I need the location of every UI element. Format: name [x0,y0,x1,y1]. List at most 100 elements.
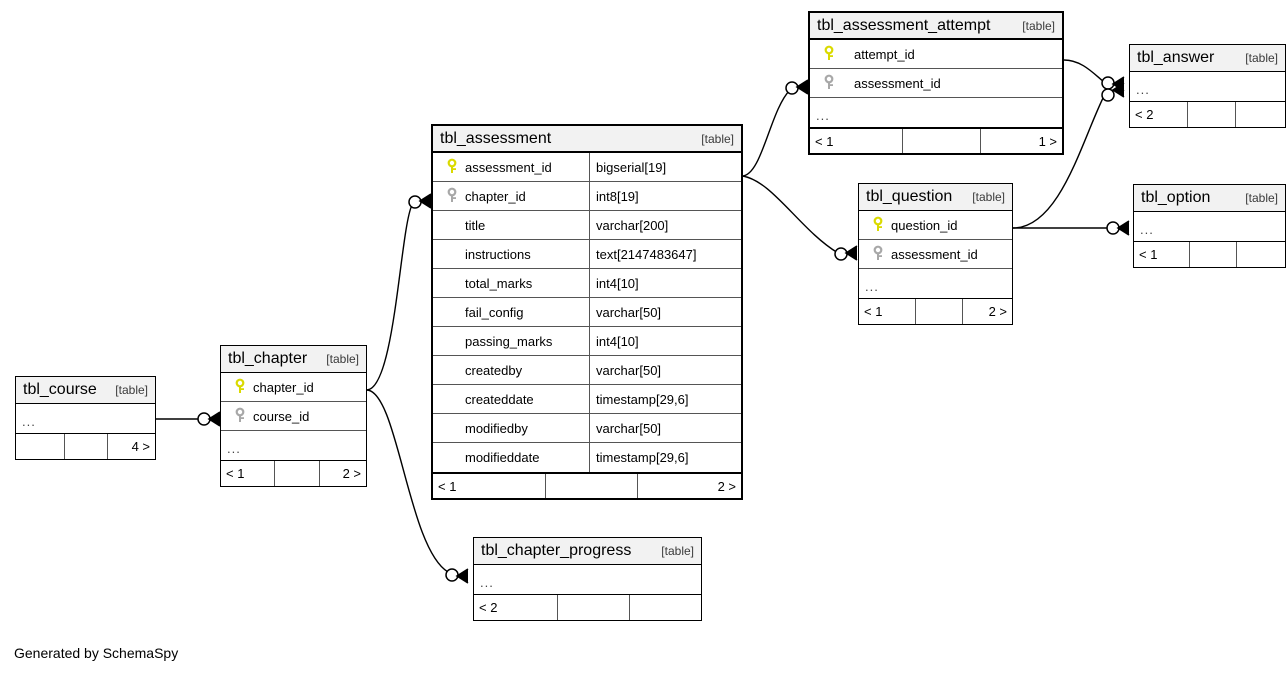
table-title: tbl_assessment_attempt [817,16,991,34]
table-row[interactable]: course_id [221,402,366,431]
column-name: assessment_id [891,246,978,262]
foreign-key-icon [443,187,461,205]
table-row[interactable]: assessment_id bigserial[19] [433,153,741,182]
more-columns-indicator: ... [1140,222,1154,237]
table-row[interactable]: createddate timestamp[29,6] [433,385,741,414]
foreign-key-icon [820,74,838,92]
table-row[interactable]: title varchar[200] [433,211,741,240]
table-row[interactable]: assessment_id [810,69,1062,98]
column-name: total_marks [465,275,533,291]
column-name: chapter_id [253,379,314,395]
table-footer: < 1 2 > [859,298,1012,324]
table-footer: < 1 1 > [810,127,1062,153]
table-title: tbl_chapter [228,350,308,367]
table-footer: < 1 2 > [221,460,366,486]
footer-middle [557,595,629,620]
footer-left: < 1 [438,478,457,494]
footer-right [1235,102,1285,127]
table-row[interactable]: instructions text[2147483647] [433,240,741,269]
footer-right: 2 > [962,299,1012,324]
table-row[interactable]: fail_config varchar[50] [433,298,741,327]
table-row-ellipsis: ... [810,98,1062,127]
table-tbl-course[interactable]: tbl_course [table] ... 4 > [15,376,156,460]
more-columns-indicator: ... [22,414,36,429]
footer-middle [915,299,962,324]
generated-by-caption: Generated by SchemaSpy [14,645,179,661]
column-list: chapter_id course_id ... [221,373,366,460]
table-footer: < 2 [474,594,701,620]
table-type-tag: [table] [326,352,359,366]
footer-right [629,595,701,620]
column-name: assessment_id [854,75,941,91]
table-type-tag: [table] [661,544,694,558]
column-type: timestamp[29,6] [589,385,741,413]
edge-question-to-option [1013,220,1130,236]
column-name: modifieddate [465,450,540,465]
table-row[interactable]: modifiedby varchar[50] [433,414,741,443]
table-row[interactable]: attempt_id [810,40,1062,69]
table-title: tbl_chapter_progress [481,542,632,559]
column-name: attempt_id [854,46,915,62]
table-row[interactable]: total_marks int4[10] [433,269,741,298]
table-tbl-question[interactable]: tbl_question [table] question_id assessm… [858,183,1013,325]
table-header: tbl_assessment_attempt [table] [810,13,1062,40]
footer-middle [64,434,107,459]
column-name: chapter_id [465,188,526,204]
edge-course-to-chapter [156,411,221,427]
column-name: title [465,217,486,233]
column-type: bigserial[19] [589,153,741,181]
footer-left [16,434,64,459]
primary-key-icon [820,45,838,63]
table-row[interactable]: modifieddate timestamp[29,6] [433,443,741,472]
footer-left: < 1 [1139,247,1158,262]
table-row[interactable]: chapter_id int8[19] [433,182,741,211]
table-row-ellipsis: ... [1134,212,1285,241]
table-tbl-assessment-attempt[interactable]: tbl_assessment_attempt [table] attempt_i… [808,11,1064,155]
column-list: assessment_id bigserial[19] chapter_id i… [433,153,741,472]
table-header: tbl_chapter_progress [table] [474,538,701,565]
column-name: course_id [253,408,310,424]
table-row[interactable]: chapter_id [221,373,366,402]
footer-left: < 1 [226,466,245,481]
column-type: int4[10] [589,269,741,297]
primary-key-icon [443,158,461,176]
more-columns-indicator: ... [1136,82,1150,97]
table-tbl-assessment[interactable]: tbl_assessment [table] assessment_id big… [431,124,743,500]
footer-right: 2 > [637,474,741,498]
column-name: instructions [465,246,531,262]
more-columns-indicator: ... [480,575,494,590]
table-title: tbl_option [1141,189,1211,206]
footer-middle [1187,102,1235,127]
table-tbl-option[interactable]: tbl_option [table] ... < 1 [1133,184,1286,268]
table-title: tbl_answer [1137,49,1215,66]
footer-left: < 1 [864,304,883,319]
primary-key-icon [231,378,249,396]
table-title: tbl_assessment [440,129,552,147]
column-name: modifiedby [465,420,528,436]
table-footer: 4 > [16,433,155,459]
edge-assessment-to-assessment-attempt [741,79,809,177]
column-type: varchar[50] [589,356,741,384]
table-header: tbl_course [table] [16,377,155,404]
column-list: ... [16,404,155,433]
column-list: ... [1134,212,1285,241]
table-row[interactable]: question_id [859,211,1012,240]
column-type: timestamp[29,6] [589,443,741,472]
table-tbl-answer[interactable]: tbl_answer [table] ... < 2 [1129,44,1286,128]
table-header: tbl_answer [table] [1130,45,1285,72]
column-name: fail_config [465,304,524,320]
table-header: tbl_option [table] [1134,185,1285,212]
table-footer: < 1 2 > [433,472,741,498]
column-name: passing_marks [465,333,553,349]
edge-assessment-attempt-to-answer [1063,59,1125,92]
table-type-tag: [table] [1022,18,1055,33]
table-tbl-chapter-progress[interactable]: tbl_chapter_progress [table] ... < 2 [473,537,702,621]
table-row[interactable]: createdby varchar[50] [433,356,741,385]
table-tbl-chapter[interactable]: tbl_chapter [table] chapter_id course_id… [220,345,367,487]
table-footer: < 1 [1134,241,1285,267]
column-name: createdby [465,362,523,378]
table-type-tag: [table] [701,131,734,146]
table-row[interactable]: passing_marks int4[10] [433,327,741,356]
table-row[interactable]: assessment_id [859,240,1012,269]
